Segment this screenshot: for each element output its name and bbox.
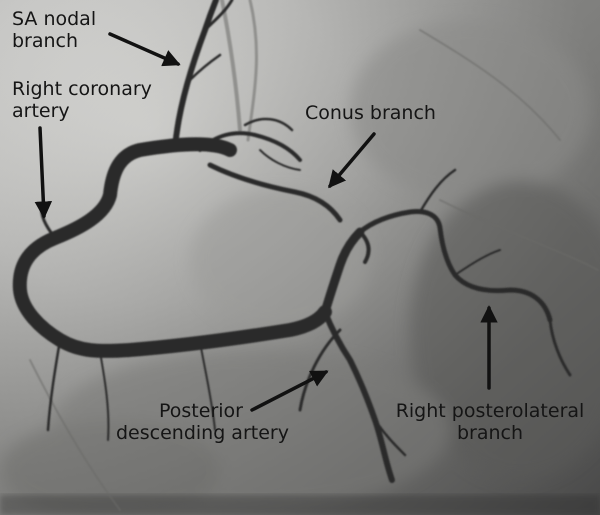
arrow-posterior-descending — [250, 370, 329, 412]
label-right-posterolateral-line1: Right posterolateral — [395, 400, 585, 422]
arrow-right-coronary — [34, 126, 53, 219]
label-right-coronary-line2: artery — [12, 100, 70, 122]
label-sa-nodal-branch: SA nodal branch — [12, 8, 96, 52]
arrow-conus — [328, 132, 376, 189]
label-sa-nodal-line2: branch — [12, 30, 79, 52]
arrow-sa-nodal — [108, 32, 181, 67]
label-right-posterolateral-line2: branch — [456, 422, 524, 444]
vignette-bottom — [0, 495, 600, 515]
label-posterior-descending-line1: Posterior — [159, 400, 243, 422]
posterior-descending-artery-vessel — [322, 309, 395, 483]
label-conus-branch: Conus branch — [305, 102, 436, 124]
label-posterior-descending-line2: descending artery — [116, 422, 289, 444]
label-right-coronary-artery: Right coronary artery — [12, 78, 152, 122]
soft-tissue-shadows — [0, 20, 600, 515]
label-sa-nodal-line1: SA nodal — [12, 8, 97, 30]
label-conus-line1: Conus branch — [305, 102, 436, 124]
right-coronary-artery-vessel — [12, 137, 332, 358]
artery-tree — [12, 0, 572, 483]
label-posterior-descending-artery: Posterior descending artery — [116, 400, 289, 444]
faint-vessels — [29, 0, 599, 511]
label-right-coronary-line1: Right coronary — [12, 78, 152, 100]
annotation-arrows — [34, 32, 498, 412]
sa-nodal-branch-vessel — [172, 0, 219, 151]
label-right-posterolateral-branch: Right posterolateral branch — [384, 400, 596, 444]
